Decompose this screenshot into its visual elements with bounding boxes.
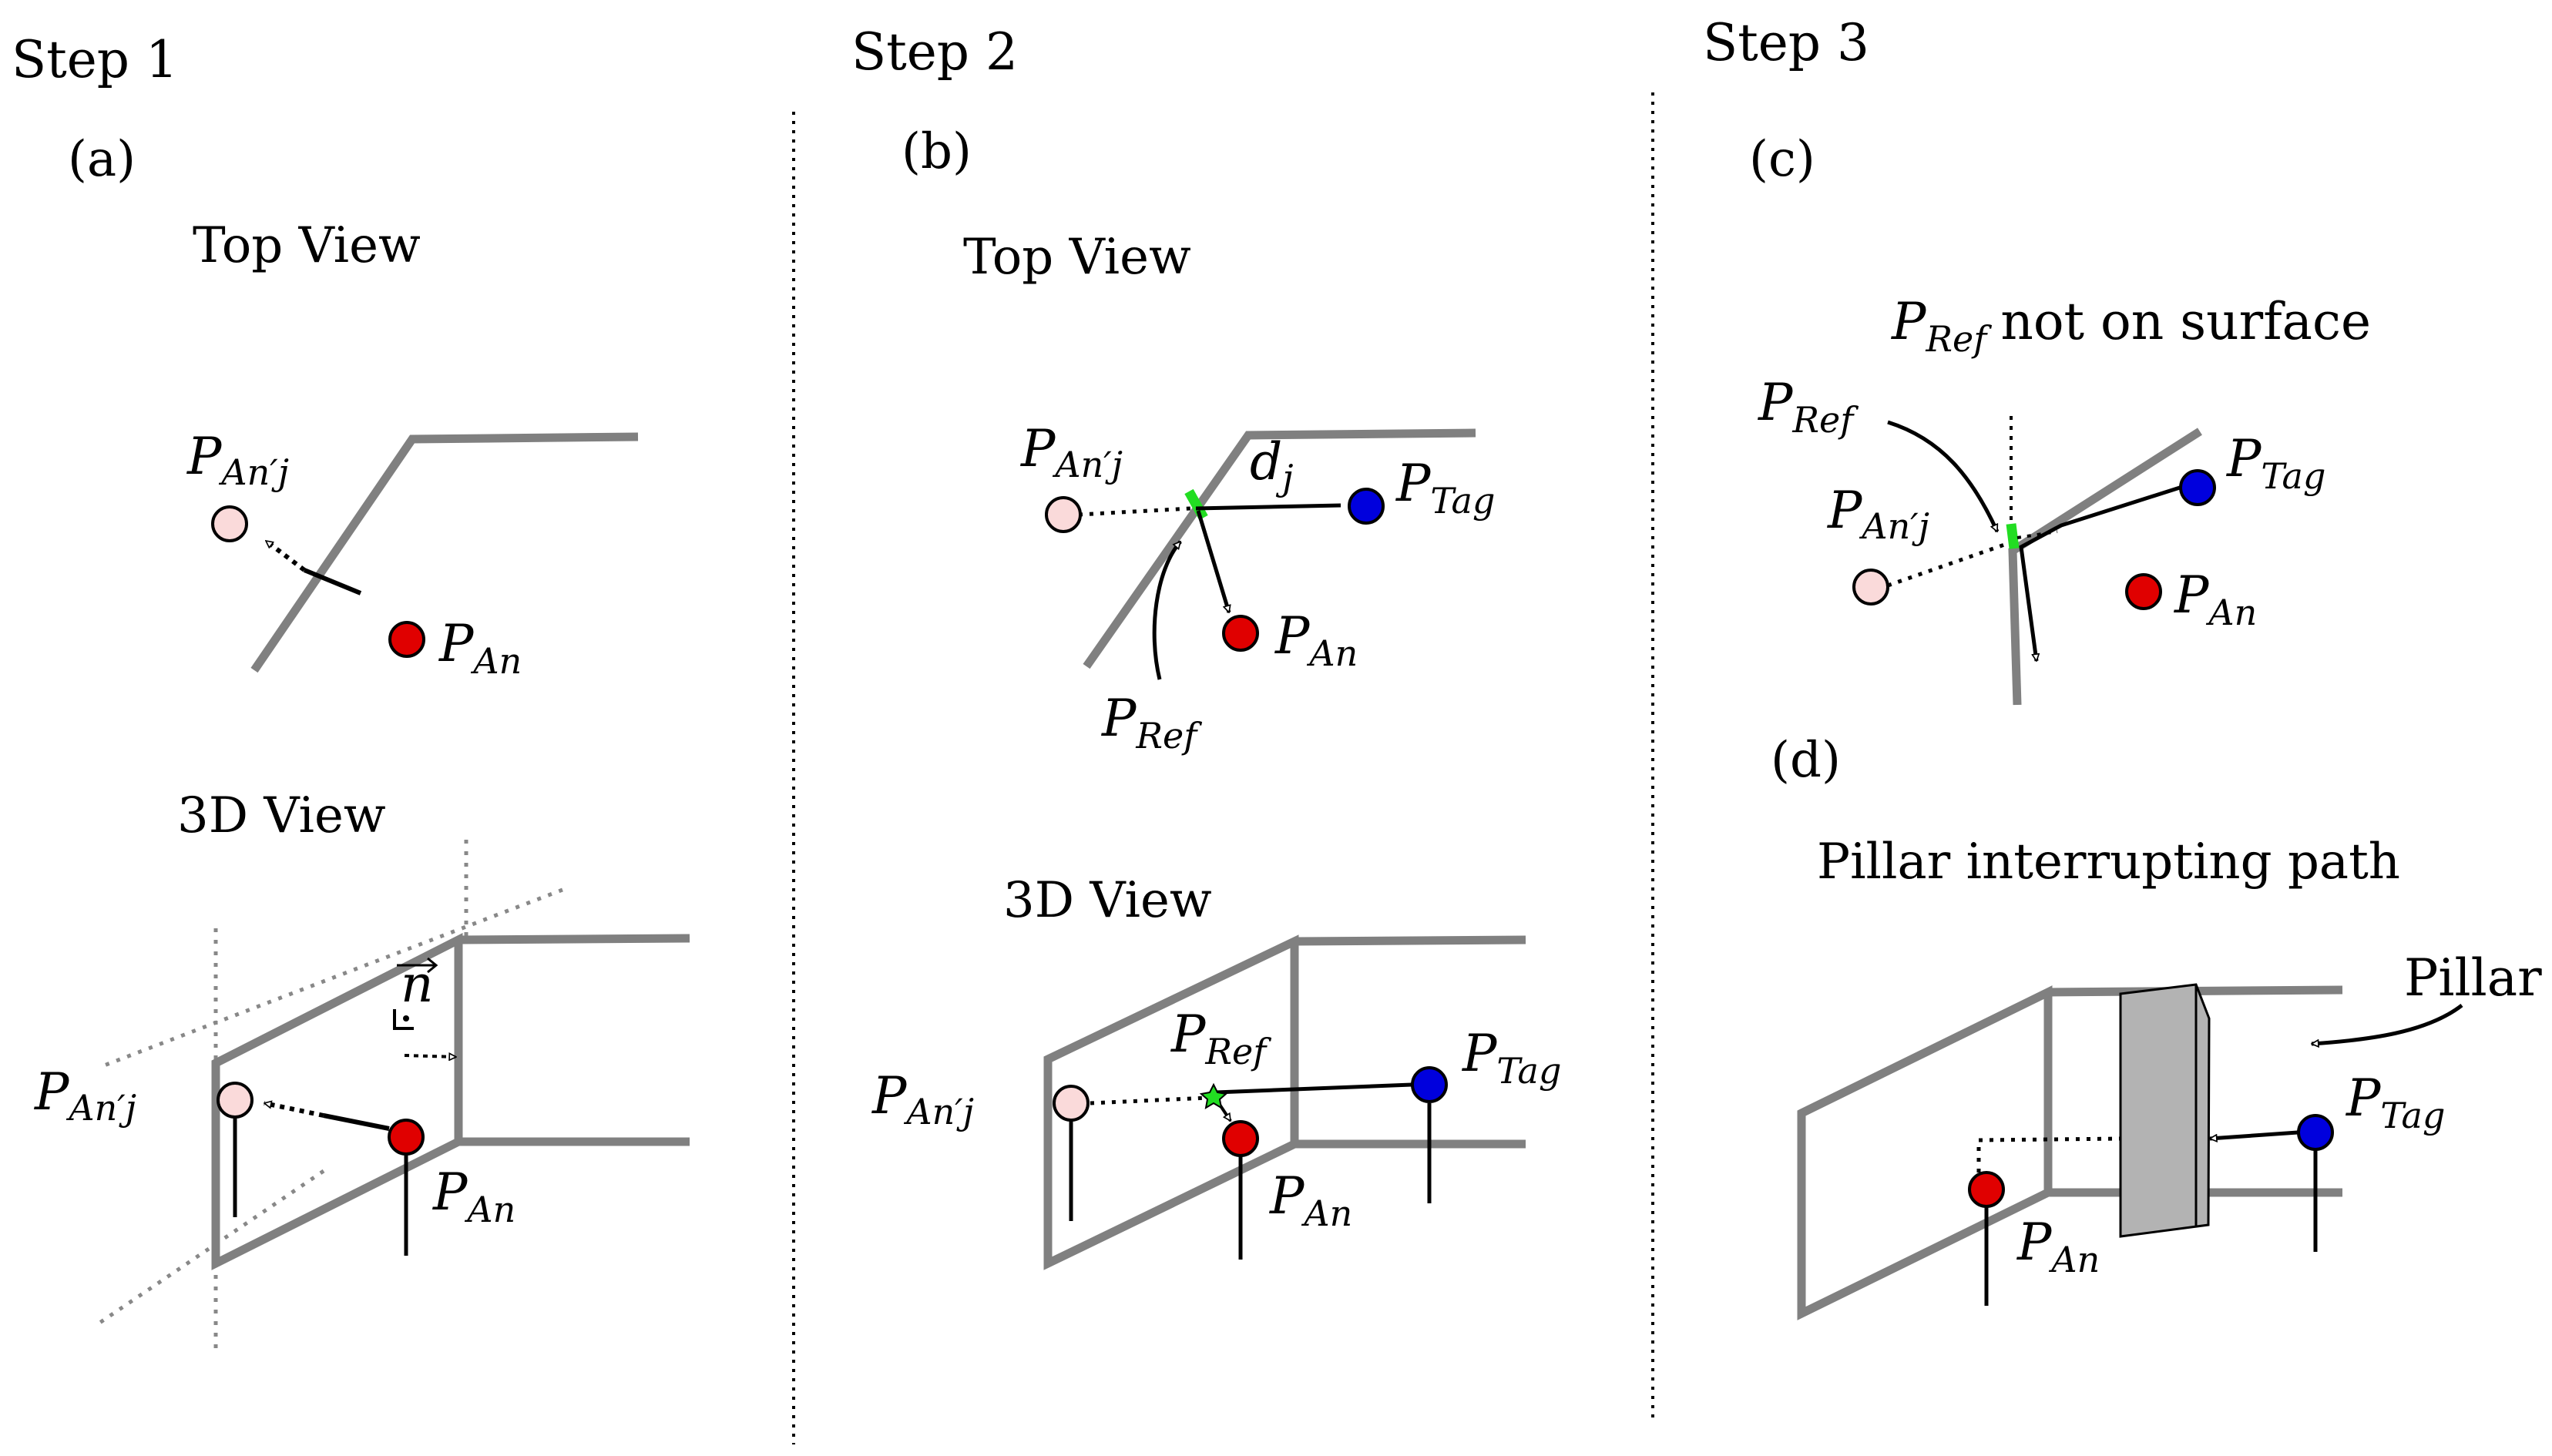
step3-label: Step 3 xyxy=(1703,13,1869,72)
panel-a-top-anchor-label: PAn xyxy=(438,614,522,682)
panel-b-3d-anchor xyxy=(1222,1120,1259,1157)
panel-a-3d-anchor-image xyxy=(217,1082,254,1119)
panel-a-top-view-title: Top View xyxy=(193,217,421,274)
panel-a-top-anchor xyxy=(388,621,425,658)
panel-d-anchor-label: PAn xyxy=(2016,1213,2100,1280)
panel-b-top-view-title: Top View xyxy=(963,229,1191,286)
panel-d-tag xyxy=(2297,1114,2334,1151)
panel-d-tag-path xyxy=(2210,1130,2298,1139)
panel-a-top-dotted-path xyxy=(264,538,306,572)
panel-c-ref-label: PRef xyxy=(1758,373,1859,441)
panel-a-top-wall xyxy=(250,432,639,673)
panel-a-3d-normal-label: n xyxy=(401,954,434,1014)
panel-a-3d-guide-upper xyxy=(99,887,563,1069)
panel-a-3d-guide-lower xyxy=(95,1169,325,1327)
panel-d-tag-label: PTag xyxy=(2345,1069,2445,1136)
panel-a-top-anchor-image xyxy=(211,505,248,542)
panel-a-3d-solid-path xyxy=(323,1113,390,1131)
panel-c-anchor-image xyxy=(1852,569,1889,606)
panel-b-3d-tag xyxy=(1411,1066,1448,1103)
panel-b-top-reflection-point xyxy=(1184,488,1208,521)
panel-b-top-anchor-image-label: PAn′j xyxy=(1020,419,1123,485)
panel-b-3d-tag-path xyxy=(1215,1082,1412,1095)
panel-c-wall xyxy=(2008,428,2202,706)
panel-b-3d-dotted-path xyxy=(1090,1095,1209,1105)
panel-b-top-tag xyxy=(1348,488,1385,525)
panel-b-3d-anchor-label: PAn xyxy=(1269,1166,1352,1234)
panel-b-label: (b) xyxy=(902,123,972,180)
panel-d-pillar-label: Pillar xyxy=(2404,948,2542,1008)
panel-d-anchor xyxy=(1968,1171,2005,1208)
panel-d-label: (d) xyxy=(1771,732,1841,789)
panel-b-top-anchor-image xyxy=(1045,496,1082,533)
panel-a-3d-right-angle-marker xyxy=(393,1009,414,1030)
panel-a-3d-normal-vector xyxy=(404,1055,456,1057)
panel-c-label: (c) xyxy=(1749,131,1815,188)
panel-a-3d-dotted-path xyxy=(264,1103,324,1118)
panel-c-tag xyxy=(2179,469,2216,506)
panel-a-top-solid-path xyxy=(303,568,362,595)
panel-b-top-tag-path xyxy=(1195,503,1341,511)
panel-a-label: (a) xyxy=(68,131,136,188)
panel-a-3d-view-title: 3D View xyxy=(177,787,386,844)
panel-c-dotted-connector xyxy=(2016,530,2058,539)
step2-label: Step 2 xyxy=(851,22,1018,82)
panel-b-top-reflected-path xyxy=(1196,510,1229,612)
panel-b-top-ref-pointer xyxy=(1152,540,1182,680)
panel-b-top-dotted-path xyxy=(1078,506,1191,517)
panel-c-dotted-path xyxy=(1887,541,2010,588)
panel-b-3d-anchor-image-label: PAn′j xyxy=(871,1066,974,1132)
panel-b-top-anchor xyxy=(1222,615,1259,652)
panel-c-anchor-image-label: PAn′j xyxy=(1827,481,1929,547)
panel-b-3d-reflection-star-icon xyxy=(1199,1082,1228,1109)
panel-c-anchor-label: PAn xyxy=(2174,565,2257,633)
panel-d-pillar-pointer xyxy=(2312,1004,2463,1044)
panel-a-3d-normal-label-arrowhead xyxy=(427,957,438,974)
panel-b-top-tag-label: PTag xyxy=(1395,454,1495,522)
panel-a-3d-anchor xyxy=(388,1119,425,1156)
panel-d-title: Pillar interrupting path xyxy=(1817,834,2400,891)
panel-b-top-ref-label: PRef xyxy=(1101,689,1202,757)
panel-b-3d-wall-top-edge xyxy=(1294,935,1526,946)
panel-b-3d-tag-label: PTag xyxy=(1462,1024,1561,1092)
panel-b-top-wall xyxy=(1083,428,1476,669)
panel-a-3d-wall-top-edge xyxy=(458,934,690,944)
panel-c-anchor xyxy=(2125,573,2162,610)
panel-a-3d-right-angle-dot xyxy=(403,1015,409,1022)
panel-d-blocked-dotted-path xyxy=(1976,1136,2124,1173)
panel-d-pillar xyxy=(2119,983,2211,1238)
panel-c-tag-label: PTag xyxy=(2226,429,2325,497)
panel-c-reflection-point xyxy=(2006,523,2020,549)
panel-b-top-distance-label: dj xyxy=(1250,432,1294,498)
panel-b-3d-anchor-image xyxy=(1053,1085,1090,1122)
panel-a-top-anchor-image-label: PAn′j xyxy=(186,427,289,493)
panel-d-wall-front xyxy=(1797,985,2053,1320)
panel-b-top-anchor-label: PAn xyxy=(1274,606,1358,674)
panel-a-3d-anchor-image-label: PAn′j xyxy=(34,1062,136,1129)
step1-label: Step 1 xyxy=(12,30,178,89)
panel-c-reflected-path xyxy=(2019,485,2183,661)
panel-c-ref-pointer xyxy=(1887,420,2000,532)
panel-b-3d-view-title: 3D View xyxy=(1003,872,1212,929)
panel-a-3d-anchor-label: PAn xyxy=(432,1162,515,1230)
panel-b-3d-ref-label: PRef xyxy=(1170,1005,1271,1072)
